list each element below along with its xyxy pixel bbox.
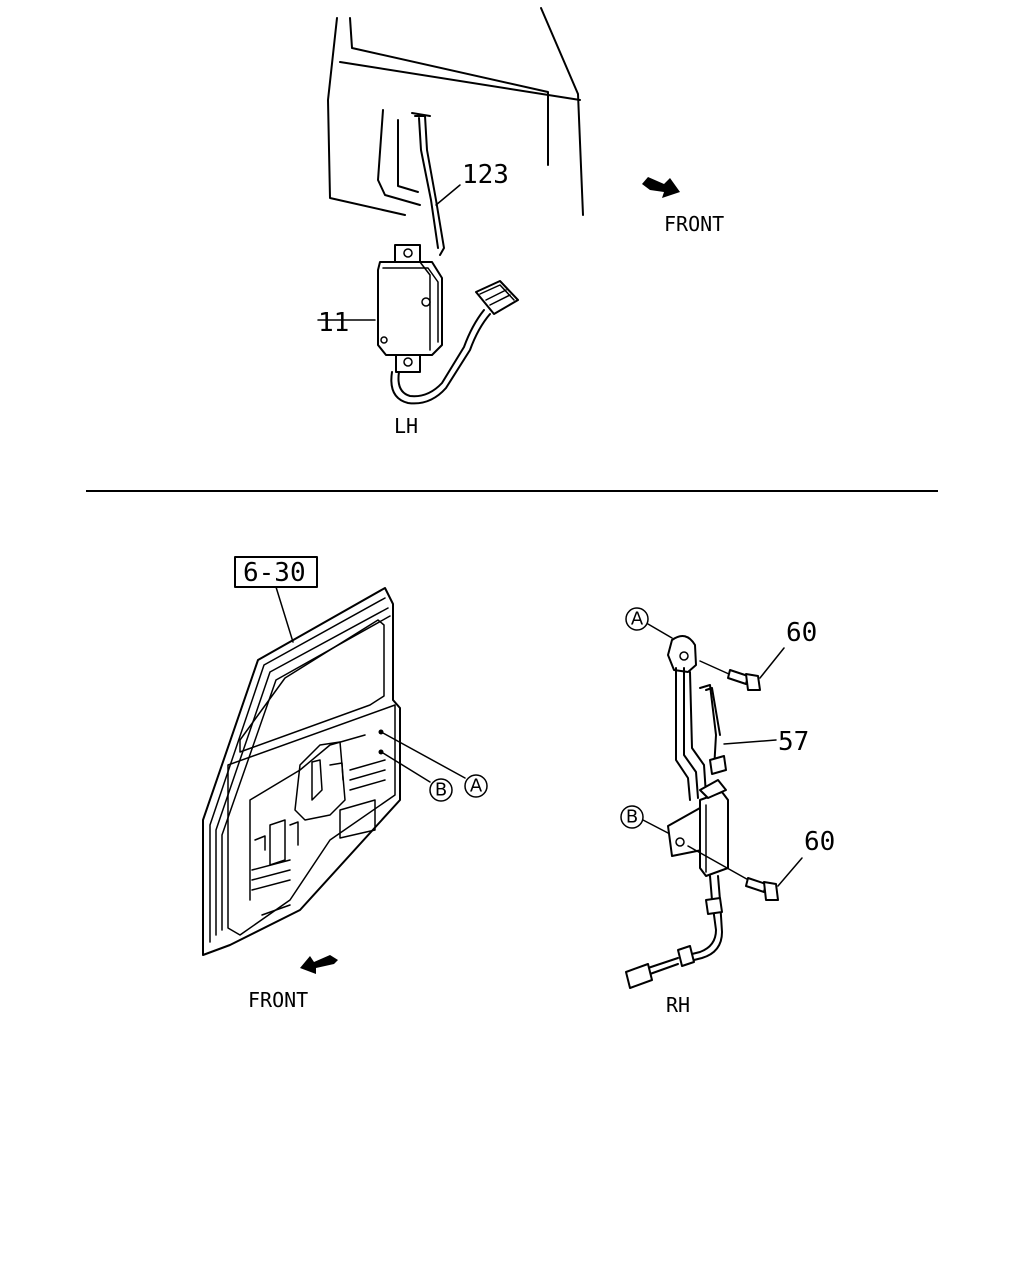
front-arrow-icon: [300, 955, 338, 974]
front-label-bottom: FRONT: [248, 988, 308, 1012]
part-label-11: 11: [318, 308, 349, 338]
part-label-57: 57: [778, 727, 809, 757]
part-label-60-top: 60: [786, 618, 817, 648]
door-frame-lh: [327, 7, 584, 216]
callout-b-door: B: [435, 780, 447, 801]
lh-label: LH: [394, 414, 418, 438]
callout-b-rh: B: [626, 807, 638, 828]
callout-a-rh: A: [631, 609, 644, 630]
actuator-11: 11: [317, 244, 443, 373]
front-arrow-icon: [642, 177, 680, 198]
harness-lh: LH: [390, 280, 519, 438]
front-indicator-top: FRONT: [642, 177, 724, 236]
circle-callout-icon: [625, 607, 649, 631]
callout-a-door: A: [470, 776, 483, 797]
rh-label: RH: [666, 993, 690, 1017]
circle-callout-icon: [620, 805, 644, 829]
part-label-60-bottom: 60: [804, 827, 835, 857]
rod-123: 123: [414, 115, 509, 256]
part-label-123: 123: [462, 160, 509, 190]
ref-label-6-30: 6-30: [243, 558, 306, 588]
rh-assembly: A 60 57 B 60: [620, 607, 835, 1017]
front-indicator-bottom: FRONT: [248, 955, 338, 1012]
circle-callout-icon: [429, 778, 453, 802]
circle-callout-icon: [464, 774, 488, 798]
door-panel: 6-30 A B: [202, 556, 488, 956]
front-label-top: FRONT: [664, 212, 724, 236]
